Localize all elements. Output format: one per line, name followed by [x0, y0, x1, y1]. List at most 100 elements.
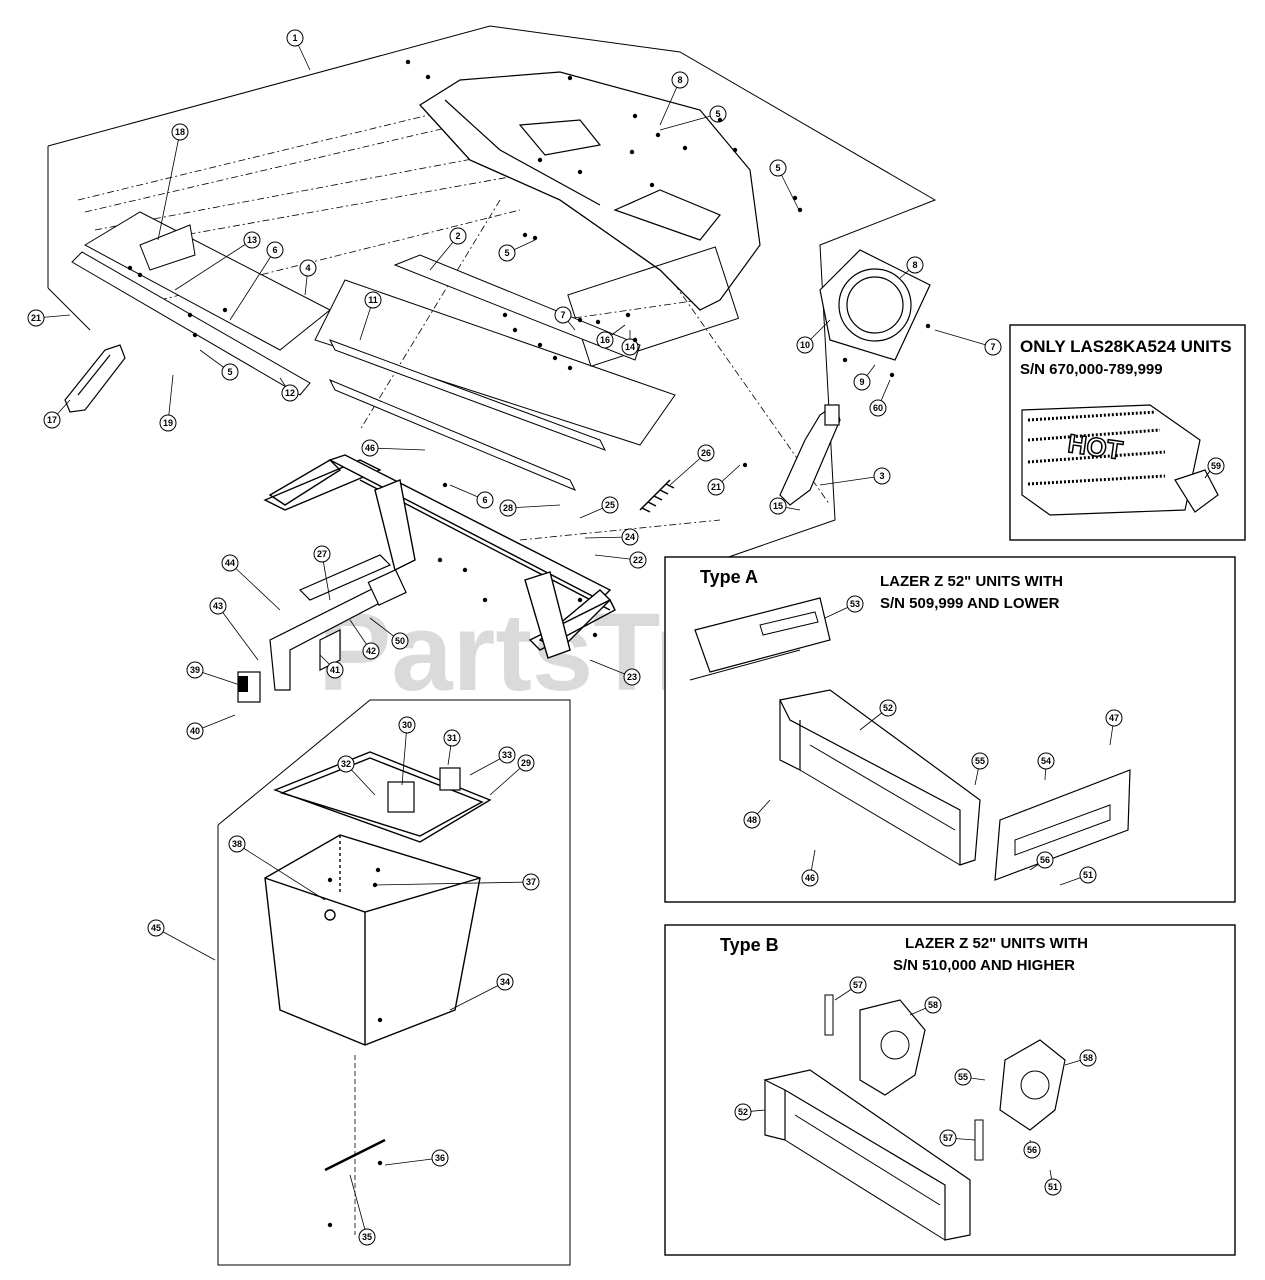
latch-tube [269, 554, 407, 691]
svg-text:23: 23 [627, 672, 637, 682]
svg-text:39: 39 [190, 665, 200, 675]
type-a-callout-56: 56 [1029, 851, 1054, 871]
callout-23: 23 [589, 659, 641, 686]
fastener-dot [682, 145, 688, 151]
fastener-dot [192, 332, 198, 338]
svg-text:58: 58 [1083, 1053, 1093, 1063]
callout-30: 30 [398, 716, 416, 786]
svg-text:18: 18 [175, 127, 185, 137]
callout-22: 22 [594, 551, 647, 569]
bag-frame [273, 751, 492, 843]
svg-text:14: 14 [625, 342, 635, 352]
fastener-dot [577, 317, 583, 323]
type-a-callout-52: 52 [859, 699, 897, 731]
svg-text:51: 51 [1083, 870, 1093, 880]
svg-text:51: 51 [1048, 1182, 1058, 1192]
svg-text:55: 55 [975, 756, 985, 766]
svg-text:32: 32 [341, 759, 351, 769]
fastener-dot [512, 327, 518, 333]
callout-13: 13 [174, 231, 261, 291]
fastener-dot [482, 597, 488, 603]
fastener-dot [552, 355, 558, 361]
svg-text:58: 58 [928, 1000, 938, 1010]
callout-4: 4 [299, 259, 317, 296]
type-a-desc-2: S/N 509,999 AND LOWER [880, 595, 1060, 612]
callout-21: 21 [27, 309, 71, 327]
callout-44: 44 [221, 554, 281, 611]
callout-5: 5 [659, 105, 727, 131]
svg-text:2: 2 [455, 231, 460, 241]
callout-3: 3 [819, 467, 891, 486]
callout-8: 8 [659, 71, 689, 126]
callout-29: 29 [489, 754, 535, 796]
callout-18: 18 [157, 123, 189, 241]
svg-text:6: 6 [482, 495, 487, 505]
svg-text:22: 22 [633, 555, 643, 565]
svg-text:45: 45 [151, 923, 161, 933]
type-b-box: Type B LAZER Z 52" UNITS WITH S/N 510,00… [664, 924, 1236, 1256]
fastener-dot [372, 882, 378, 888]
fastener-dot [717, 117, 723, 123]
fastener-dot [537, 157, 543, 163]
svg-text:54: 54 [1041, 756, 1051, 766]
svg-text:8: 8 [677, 75, 682, 85]
fastener-dot [377, 1017, 383, 1023]
callout-5: 5 [199, 349, 239, 381]
svg-text:30: 30 [402, 720, 412, 730]
svg-text:43: 43 [213, 601, 223, 611]
svg-text:7: 7 [990, 342, 995, 352]
callout-31: 31 [443, 729, 461, 766]
fastener-dot [577, 597, 583, 603]
type-a-callout-54: 54 [1037, 752, 1055, 781]
callout-59: 59 [1207, 457, 1225, 475]
fastener-dot [595, 319, 601, 325]
callout-6: 6 [229, 241, 284, 321]
svg-text:8: 8 [912, 260, 917, 270]
frame-bracket [387, 781, 415, 813]
callout-7: 7 [554, 306, 576, 331]
fastener-dot [625, 312, 631, 318]
svg-text:19: 19 [163, 418, 173, 428]
fastener-dot [567, 75, 573, 81]
svg-text:5: 5 [504, 248, 509, 258]
svg-text:47: 47 [1109, 713, 1119, 723]
callout-27: 27 [313, 545, 331, 601]
svg-text:46: 46 [365, 443, 375, 453]
callout-50: 50 [369, 617, 409, 650]
svg-text:48: 48 [747, 815, 757, 825]
callout-2: 2 [429, 227, 467, 271]
type-a-desc-1: LAZER Z 52" UNITS WITH [880, 573, 1063, 590]
fastener-dot [742, 462, 748, 468]
svg-text:35: 35 [362, 1232, 372, 1242]
type-b-callout-55: 55 [954, 1068, 986, 1086]
callout-17: 17 [43, 399, 71, 429]
type-a-callout-47: 47 [1105, 709, 1123, 746]
callout-42: 42 [349, 619, 380, 660]
fastener-dot [925, 323, 931, 329]
fastener-dot [792, 195, 798, 201]
fastener-dot [222, 307, 228, 313]
svg-text:50: 50 [395, 636, 405, 646]
callout-28: 28 [499, 499, 561, 517]
fastener-dot [375, 867, 381, 873]
fastener-dot [732, 147, 738, 153]
type-b-callout-52: 52 [734, 1103, 766, 1121]
svg-text:38: 38 [232, 839, 242, 849]
svg-text:10: 10 [800, 340, 810, 350]
callout-46: 46 [361, 439, 426, 457]
callout-24: 24 [584, 528, 639, 546]
callout-34: 34 [449, 973, 514, 1011]
svg-text:4: 4 [305, 263, 310, 273]
svg-text:21: 21 [711, 482, 721, 492]
type-b-callout-58: 58 [909, 996, 942, 1016]
callout-5: 5 [498, 239, 536, 262]
svg-text:11: 11 [368, 295, 378, 305]
svg-text:26: 26 [701, 448, 711, 458]
callout-35: 35 [349, 1174, 376, 1246]
callout-10: 10 [796, 319, 831, 354]
svg-text:34: 34 [500, 977, 510, 987]
type-a-callout-46: 46 [801, 849, 819, 887]
callout-43: 43 [209, 597, 259, 661]
group-outline-45 [217, 699, 571, 1266]
svg-text:15: 15 [773, 501, 783, 511]
